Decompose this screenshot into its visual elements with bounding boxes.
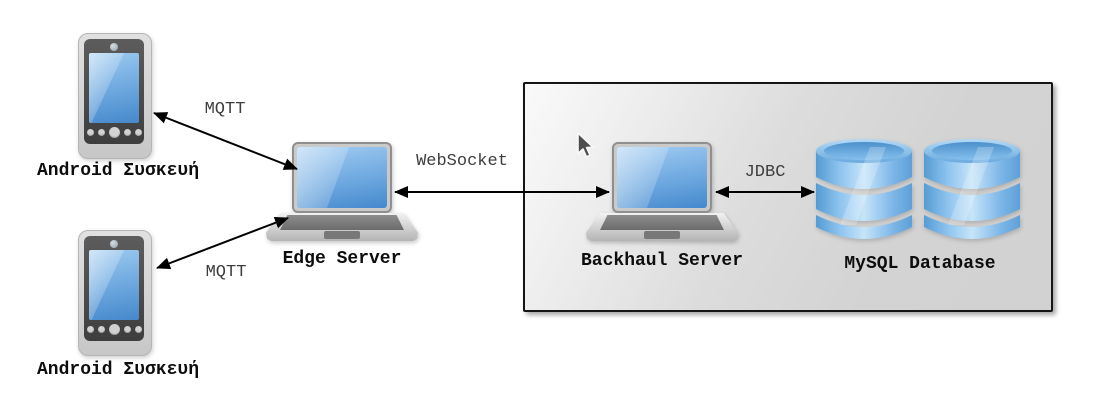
backhaul-server-laptop-icon [586, 142, 738, 242]
laptop-base [266, 213, 418, 241]
laptop-touchpad [644, 231, 680, 239]
phone-front-panel [84, 236, 144, 341]
laptop-touchpad [324, 231, 360, 239]
edge-server-laptop-icon [266, 142, 418, 242]
phone-camera-icon [110, 43, 118, 51]
device-bottom-label: Android Συσκευή [36, 360, 200, 380]
laptop-keyboard [600, 215, 724, 230]
database-cylinder [816, 139, 912, 239]
phone-button-row [84, 126, 144, 138]
phone-button-row [84, 323, 144, 335]
database-cylinders-icon [816, 139, 1020, 239]
laptop-screen [617, 147, 707, 208]
websocket-label: WebSocket [416, 152, 508, 171]
jdbc-label: JDBC [744, 163, 786, 182]
phone-camera-icon [110, 240, 118, 248]
phone-screen [89, 250, 139, 320]
edge-server-label: Edge Server [282, 249, 402, 269]
laptop-screen-bezel [612, 142, 712, 213]
phone-screen [89, 53, 139, 123]
phone-front-panel [84, 39, 144, 144]
backhaul-server-label: Backhaul Server [580, 251, 744, 271]
database-cylinder [924, 139, 1020, 239]
mouse-cursor-icon [577, 132, 594, 158]
laptop-screen [297, 147, 387, 208]
mysql-database-label: MySQL Database [844, 254, 996, 274]
laptop-base [586, 213, 738, 241]
laptop-screen-bezel [292, 142, 392, 213]
laptop-keyboard [280, 215, 404, 230]
device-top-label: Android Συσκευή [36, 161, 200, 181]
android-phone-icon [78, 230, 152, 356]
mqtt-bottom-label: MQTT [205, 263, 247, 282]
mqtt-top-label: MQTT [204, 100, 246, 119]
android-phone-icon [78, 33, 152, 159]
